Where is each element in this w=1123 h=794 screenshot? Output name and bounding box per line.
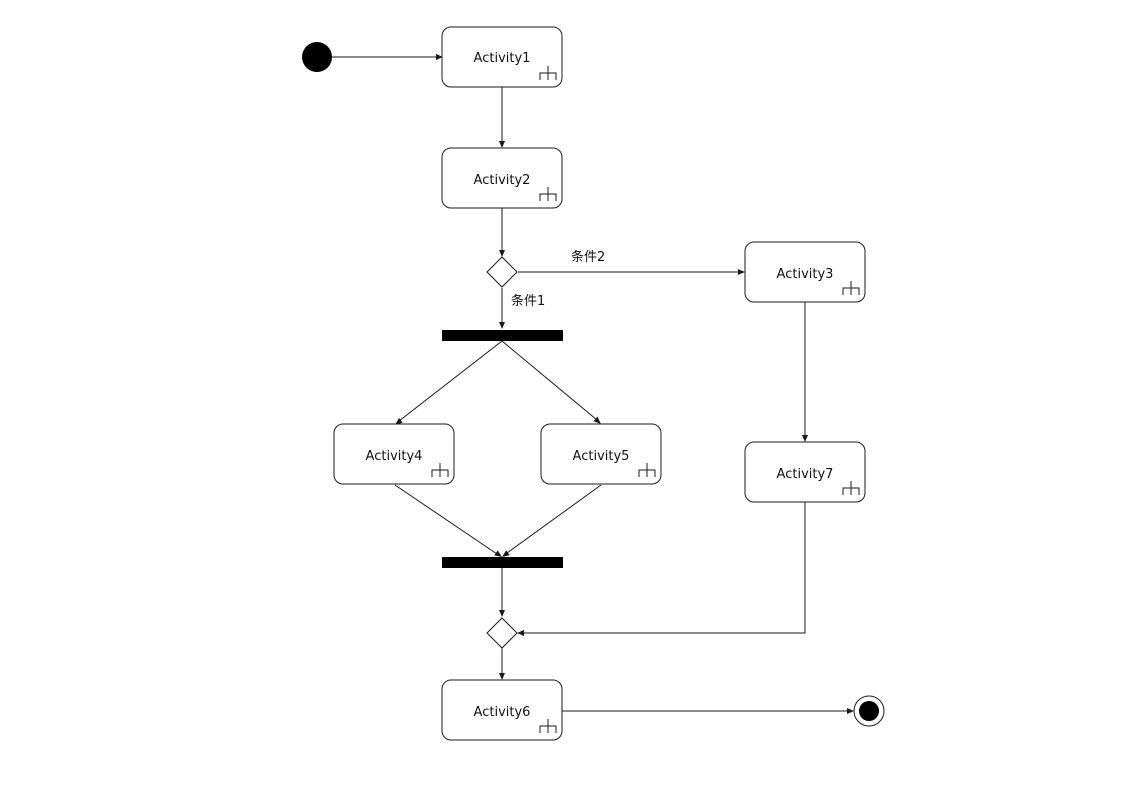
final-node bbox=[853, 695, 885, 727]
decision-node bbox=[486, 256, 518, 288]
activity-node-3: Activity3 bbox=[744, 241, 866, 303]
activity-node-4: Activity4 bbox=[333, 423, 455, 485]
arrowhead bbox=[517, 630, 524, 636]
join-bar bbox=[442, 557, 563, 568]
activity-node-7: Activity7 bbox=[744, 441, 866, 503]
activity-label: Activity2 bbox=[474, 173, 531, 188]
edge-activity4-join bbox=[394, 484, 498, 555]
initial-node bbox=[302, 42, 332, 72]
activity-label: Activity7 bbox=[777, 467, 834, 482]
rake-icon bbox=[539, 719, 557, 733]
edge-activity7-merge bbox=[523, 502, 806, 634]
guard-label-condition1: 条件1 bbox=[511, 293, 545, 309]
arrowhead bbox=[395, 417, 403, 425]
arrowhead bbox=[499, 610, 505, 617]
rake-icon bbox=[539, 187, 557, 201]
arrowhead bbox=[847, 708, 854, 714]
arrowhead bbox=[499, 322, 505, 329]
activity-node-1: Activity1 bbox=[441, 26, 563, 88]
arrowhead bbox=[593, 416, 601, 424]
arrowhead bbox=[494, 550, 502, 557]
arrowhead bbox=[499, 673, 505, 680]
edge-fork-activity5 bbox=[501, 340, 598, 421]
arrowhead bbox=[502, 550, 510, 557]
arrowhead bbox=[802, 435, 808, 442]
activity-label: Activity4 bbox=[366, 449, 423, 464]
activity-label: Activity3 bbox=[777, 267, 834, 282]
edge-activity5-join bbox=[506, 484, 602, 554]
rake-icon bbox=[539, 66, 557, 80]
merge-node bbox=[486, 617, 518, 649]
arrowhead bbox=[738, 269, 745, 275]
arrowhead bbox=[499, 141, 505, 148]
fork-bar bbox=[442, 330, 563, 341]
activity-node-5: Activity5 bbox=[540, 423, 662, 485]
guard-label-condition2: 条件2 bbox=[571, 249, 605, 265]
rake-icon bbox=[842, 281, 860, 295]
activity-node-6: Activity6 bbox=[441, 679, 563, 741]
rake-icon bbox=[842, 481, 860, 495]
edges bbox=[332, 54, 854, 714]
edge-fork-activity4 bbox=[398, 340, 503, 422]
arrowhead bbox=[436, 54, 443, 60]
activity-node-2: Activity2 bbox=[441, 147, 563, 209]
rake-icon bbox=[431, 463, 449, 477]
arrowhead bbox=[499, 250, 505, 257]
activity-label: Activity1 bbox=[474, 51, 531, 66]
activity-label: Activity6 bbox=[474, 705, 531, 720]
activity-label: Activity5 bbox=[573, 449, 630, 464]
rake-icon bbox=[638, 463, 656, 477]
